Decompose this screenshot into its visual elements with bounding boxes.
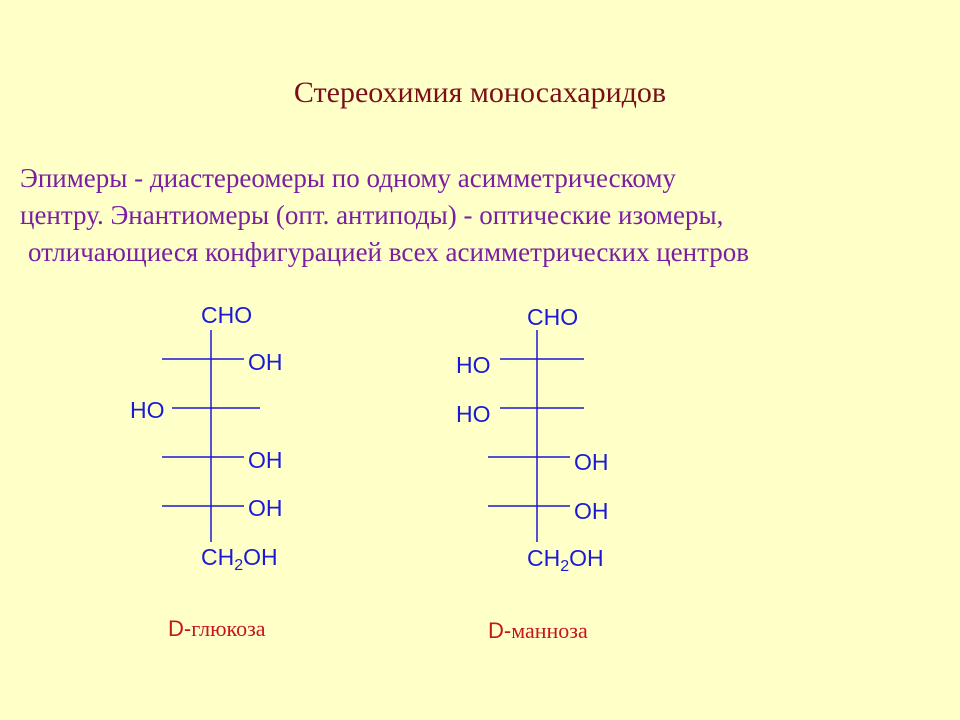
glucose-sub-c2: OH: [248, 349, 283, 375]
mannose-sub-c4: OH: [574, 449, 609, 475]
paragraph-line-1: Эпимеры - диастереомеры по одному асимме…: [20, 163, 676, 193]
mannose-sub-c2: HO: [456, 352, 491, 378]
glucose-sub-c4: OH: [248, 447, 283, 473]
mannose-bottom-group: CH2OH: [527, 545, 604, 575]
definition-paragraph: Эпимеры - диастереомеры по одному асимме…: [20, 160, 940, 271]
mannose-sub-c5: OH: [574, 498, 609, 524]
mannose-top-group: CHO: [527, 304, 579, 330]
paragraph-line-2: центру. Энантиомеры (опт. антиподы) - оп…: [20, 200, 724, 230]
glucose-bonds: [162, 330, 260, 542]
glucose-top-group: CHO: [201, 302, 253, 328]
glucose-bottom-group: CH2OH: [201, 544, 278, 574]
glucose-sub-c3: HO: [130, 397, 165, 423]
glucose-caption: D-глюкоза: [168, 616, 266, 641]
mannose-sub-c3: HO: [456, 401, 491, 427]
paragraph-line-3: отличающиеся конфигурацией всех асимметр…: [28, 237, 749, 267]
glucose-sub-c5: OH: [248, 495, 283, 521]
mannose-bonds: [488, 330, 584, 542]
mannose-caption: D-манноза: [488, 618, 588, 643]
slide-title: Стереохимия моносахаридов: [293, 76, 667, 109]
